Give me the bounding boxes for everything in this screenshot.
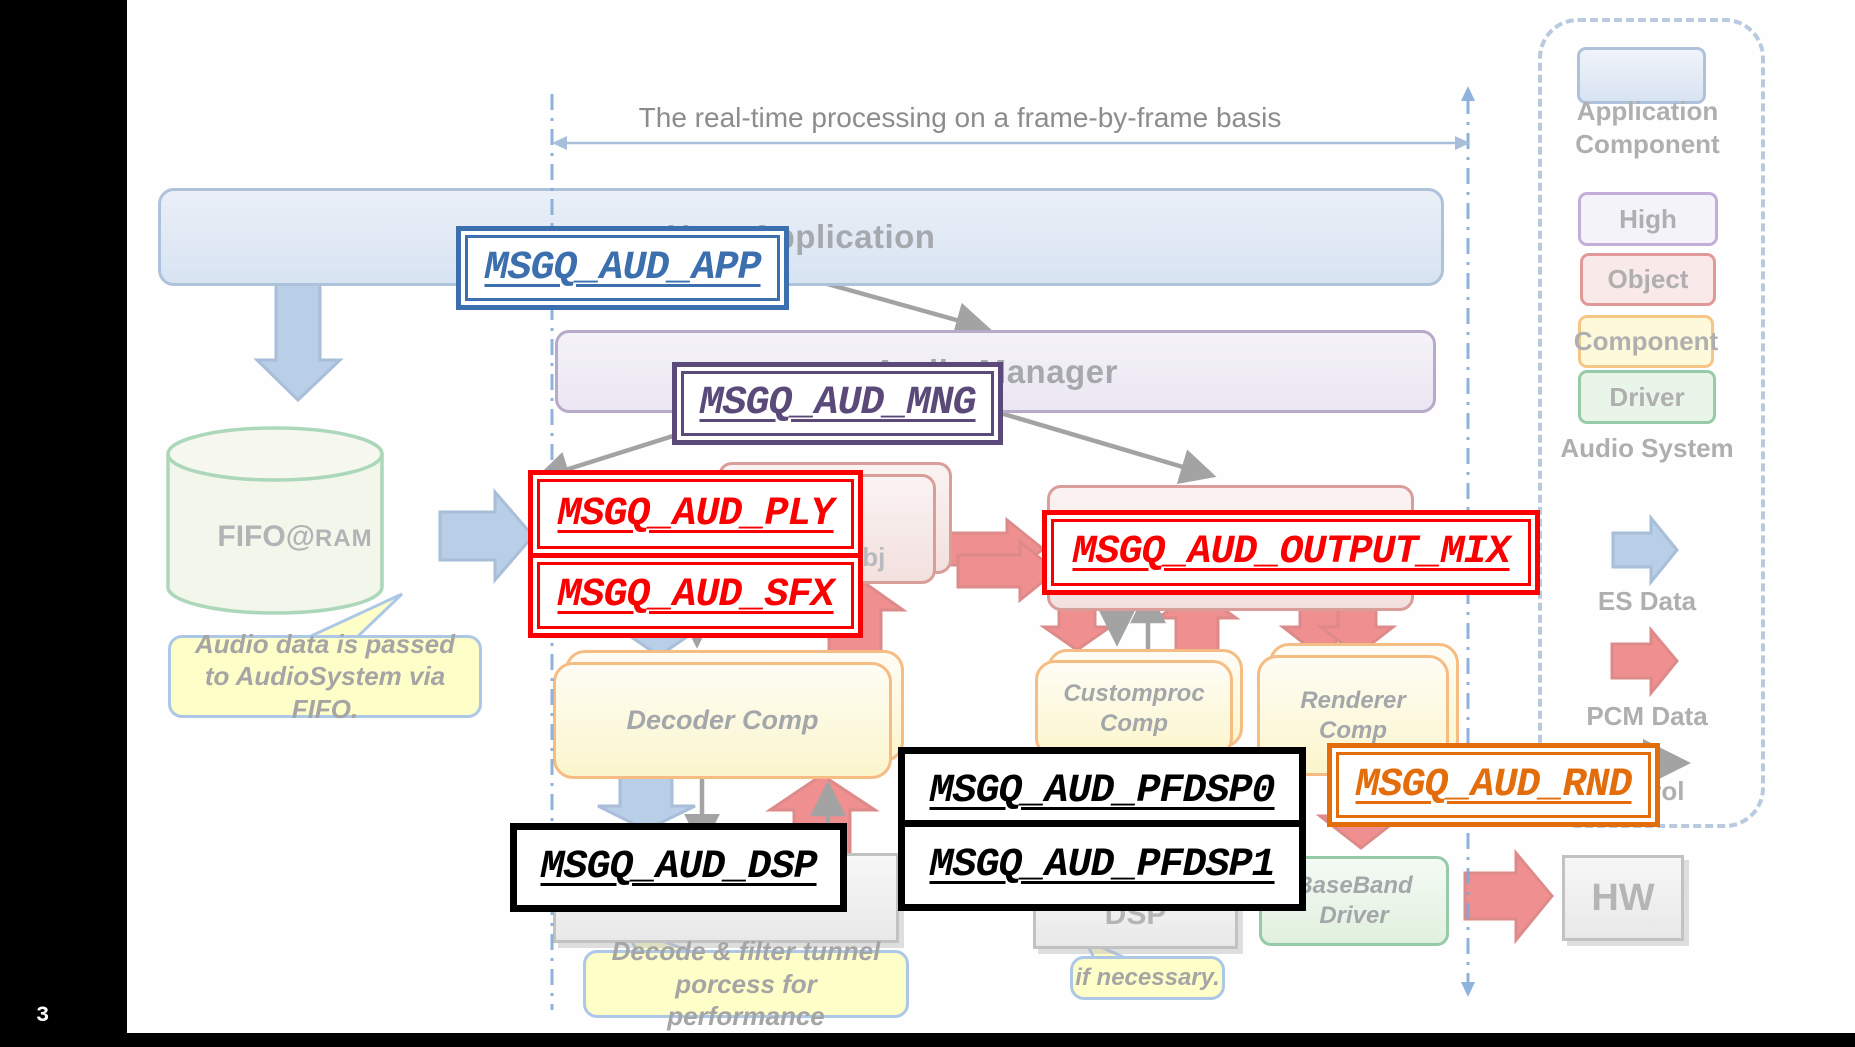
msgq-aud-ply-label: MSGQ_AUD_PLY xyxy=(528,470,863,558)
guide-up-arrowhead-icon xyxy=(1461,86,1475,101)
customproc-comp-label: Customproc Comp xyxy=(1063,680,1205,737)
msgq-aud-sfx-label: MSGQ_AUD_SFX xyxy=(528,553,863,638)
legend-es-arrow-icon xyxy=(1611,513,1679,587)
legend-driver-box: Driver xyxy=(1578,370,1716,424)
renderer-comp-label: Renderer Comp xyxy=(1300,686,1406,744)
fifo-to-ply-arrow-icon xyxy=(438,487,535,585)
host-application-box: Host Application xyxy=(158,188,1444,286)
msgq-aud-rnd-label: MSGQ_AUD_RND xyxy=(1327,743,1660,827)
legend-object-label: Object xyxy=(1607,264,1689,294)
banner-left-arrowhead-icon xyxy=(552,136,567,150)
decoder-comp-label: Decoder Comp xyxy=(626,704,819,735)
dsp-note-callout: if necessary. xyxy=(1070,956,1225,1000)
tunnel-note-text: Decode & filter tunnel porcess for perfo… xyxy=(611,936,881,1032)
host-to-fifo-arrow-icon xyxy=(253,280,344,403)
baseband-driver-label: BaseBand Driver xyxy=(1295,872,1413,929)
legend-component-box: Component xyxy=(1574,315,1718,368)
customproc-comp-box: Customproc Comp xyxy=(1035,660,1233,758)
page-number: 3 xyxy=(36,1003,50,1028)
msgq-aud-pfdsp1-label: MSGQ_AUD_PFDSP1 xyxy=(898,820,1306,911)
hw-label: HW xyxy=(1591,876,1655,919)
legend-application-component-label: Application Component xyxy=(1575,96,1720,159)
guide-down-arrowhead-icon xyxy=(1461,982,1475,997)
fifo-cylinder-icon xyxy=(166,426,384,615)
baseband-to-hw-arrow-icon xyxy=(1463,848,1554,945)
dsp-note-text: if necessary. xyxy=(1075,964,1220,991)
banner-right-arrowhead-icon xyxy=(1455,136,1470,150)
fifo-note-callout: Audio data is passed to AudioSystem via … xyxy=(168,629,482,724)
legend-es-data-label: ES Data xyxy=(1597,586,1697,616)
msgq-aud-app-label: MSGQ_AUD_APP xyxy=(456,226,789,310)
legend-component-label: Component xyxy=(1573,326,1719,356)
msgq-aud-mng-label: MSGQ_AUD_MNG xyxy=(672,362,1003,445)
tunnel-note-callout: Decode & filter tunnel porcess for perfo… xyxy=(583,936,909,1031)
mng-to-outputmix-arrow-icon xyxy=(996,409,1217,484)
banner-title: The real-time processing on a frame-by-f… xyxy=(638,102,1282,133)
legend-audio-system-label: Audio System xyxy=(1560,433,1734,463)
fifo-note-text: Audio data is passed to AudioSystem via … xyxy=(194,628,456,724)
msgq-aud-output-mix-label: MSGQ_AUD_OUTPUT_MIX xyxy=(1042,510,1540,595)
hw-box: HW xyxy=(1562,855,1684,941)
legend-driver-label: Driver xyxy=(1609,381,1685,412)
msgq-aud-dsp-label: MSGQ_AUD_DSP xyxy=(510,823,847,912)
bottom-letterbox-bar xyxy=(0,1033,1855,1047)
legend-object-box: Object xyxy=(1580,253,1716,306)
legend-pcm-arrow-icon xyxy=(1610,625,1679,698)
legend-application-sample-icon xyxy=(1577,47,1706,104)
player-to-outputmix-arrow2-icon xyxy=(956,538,1059,604)
legend-pcm-data-label: PCM Data xyxy=(1586,701,1708,731)
app-to-manager-arrow-icon xyxy=(805,275,992,338)
legend-high-box: High xyxy=(1578,192,1718,246)
legend-high-label: High xyxy=(1619,203,1677,234)
fifo-ram-label: FIFO@RAM xyxy=(217,520,373,553)
left-letterbox-bar xyxy=(0,0,127,1047)
decoder-comp-box: Decoder Comp xyxy=(553,662,892,779)
